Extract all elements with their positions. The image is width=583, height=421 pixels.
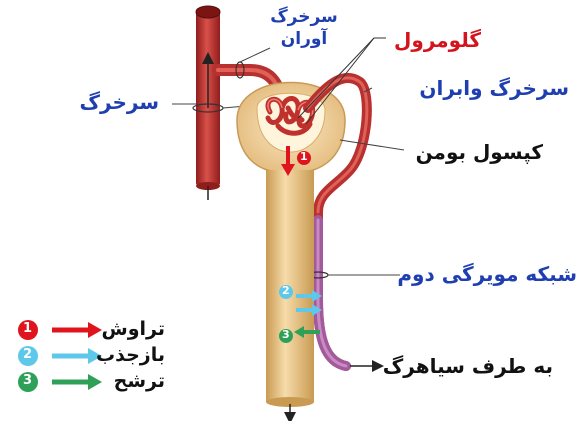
label-artery: سرخرگ [80, 90, 159, 114]
legend-2-number: 2 [23, 347, 32, 362]
legend-label-filtration: تراوش [102, 318, 166, 340]
legend-1-number: 1 [23, 321, 32, 336]
label-glomerulus: گلومرول [394, 28, 481, 52]
marker-1-number: 1 [300, 150, 308, 163]
peritubular-capillary [308, 220, 400, 366]
marker-2-number: 2 [282, 284, 290, 297]
label-second-network: شبکه مویرگی دوم [397, 262, 577, 286]
legend-label-reabsorption: بازجذب [96, 344, 165, 366]
label-bowman: کپسول بومن [416, 140, 543, 164]
label-efferent: سرخرگ وابران [419, 76, 569, 100]
label-afferent-text: سرخرگ آوران [270, 7, 338, 49]
legend-label-secretion: ترشح [114, 370, 165, 392]
label-afferent: سرخرگ آوران [268, 6, 340, 50]
bowman-leader [340, 140, 404, 150]
label-to-vein: به طرف سیاهرگ [383, 354, 553, 378]
legend-3-number: 3 [23, 373, 32, 388]
marker-3-number: 3 [282, 328, 290, 341]
